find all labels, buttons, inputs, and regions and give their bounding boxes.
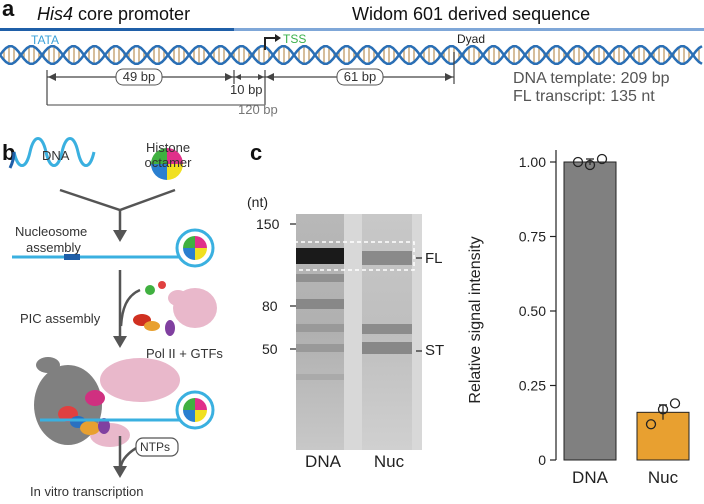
dist-61-label: 61 bp [343,69,377,84]
fl-highlight-box [293,241,415,271]
arrow-3-head [113,466,127,478]
panel-b-diagram [8,137,217,478]
marker-80-label: 80 [262,298,278,314]
gel-unit-label: (nt) [247,194,268,210]
histone-label: Histone [146,140,191,155]
gel-band-fl-nuc [362,251,412,265]
panel-c-letter: c [250,140,263,165]
chart-bars: DNA Nuc [563,153,690,487]
tss-arrow [264,37,277,50]
dna-strand-end-icon [8,151,16,169]
dna-label: DNA [42,148,70,163]
widom-region-label: Widom 601 derived sequence [352,4,591,24]
y-tick-label: 0.75 [519,229,546,245]
y-tick-label: 0.25 [519,378,546,394]
pic-purple-icon [98,418,110,434]
gel-band-dna-2 [296,274,344,282]
gel-lane-label-nuc: Nuc [373,452,405,471]
nucleosome-label: Nucleosome [15,224,88,239]
nucleosome-core-icon [183,236,207,260]
widom-region-bar [234,28,704,31]
dist-120-label: 120 bp [238,102,278,117]
pol2-gtfs-label: Pol II + GTFs [146,346,223,361]
gel-lane-label-dna: DNA [305,452,341,471]
data-point-dna [584,159,596,171]
transcript-length-label: FL transcript: 135 nt [513,88,655,105]
chart-y-ticks: 0 0.25 0.50 0.75 1.00 [519,154,556,468]
data-point-nuc [657,404,669,415]
gel-band-dna-6 [296,374,344,380]
dist-10-label: 10 bp [230,82,263,97]
pol2-blob-small-icon [168,290,188,306]
arrow-2-curve [119,288,141,327]
dna-strand-icon [12,137,96,167]
st-band-label: ST [425,342,445,359]
gtf-red-icon [158,281,166,289]
data-point-dna [572,156,584,168]
dna-helix [0,44,703,66]
gtf-orange-icon [144,321,160,331]
dist-49-box [115,68,163,86]
his4-gene-name: His4 [37,4,74,24]
gel-band-dna-5 [296,344,344,352]
tata-label: TATA [31,33,59,47]
gel-band-dna-4 [296,324,344,332]
gel-band-dna-3 [296,299,344,309]
data-point-dna [596,153,608,165]
merge-lines [59,188,176,212]
in-vitro-label: In vitro transcription [30,484,144,499]
pic-gray-top-icon [36,357,60,373]
pic-assembly-label: PIC assembly [20,311,101,326]
data-point-nuc [645,419,657,430]
octamer-label: octamer [144,155,192,170]
marker-50-label: 50 [262,341,278,357]
dist-61-box [336,68,384,86]
his4-region-suffix: core promoter [73,4,191,24]
pic-pol2-icon [100,358,180,402]
template-length-label: DNA template: 209 bp [513,70,670,87]
his4-region-label: His4 core promoter [37,4,190,25]
panel-a-letter: a [2,0,15,21]
histone-octamer-icon [151,148,183,180]
arrow-1-head [113,230,127,242]
tss-label: TSS [283,32,307,46]
dist-49-label: 49 bp [122,69,156,84]
dyad-label: Dyad [457,32,486,46]
marker-150-label: 150 [256,216,280,232]
pic-nucleosome-core-icon [183,398,207,422]
bar-nuc [636,411,690,461]
his4-region-bar [0,28,263,31]
gel-image [290,214,422,450]
dist-10-arrowheads [235,74,264,80]
helix-backbone-1 [0,44,703,66]
helix-backbone-2 [0,44,703,66]
gel-band-fl-dna [296,248,344,264]
bar-dna [563,161,617,461]
gtf-green-icon [145,285,155,295]
data-point-nuc [669,398,681,409]
y-tick-label: 0 [538,452,546,468]
ntps-label: NTPs [140,440,170,454]
y-tick-label: 0.50 [519,303,546,319]
y-tick-label: 1.00 [519,154,546,170]
x-tick-label-dna: DNA [572,468,609,487]
gel-band-nuc-2 [362,324,412,334]
gel-band-st-nuc [362,342,412,354]
fl-band-label: FL [425,250,443,267]
pic-magenta-icon [85,390,105,406]
tata-box-icon [64,254,80,260]
bar-chart: Relative signal intensity 0 0.25 0.50 0.75 1… [467,150,690,487]
panel-a-diagram [0,28,704,106]
ntps-box [135,437,179,457]
x-tick-label-nuc: Nuc [648,468,679,487]
gtf-purple-icon [165,320,175,336]
assembly-label: assembly [26,240,81,255]
chart-ylabel: Relative signal intensity [467,236,484,403]
tss-arrowhead [275,34,281,42]
pic-orange-icon [80,421,100,435]
arrow-2-head [113,336,127,348]
